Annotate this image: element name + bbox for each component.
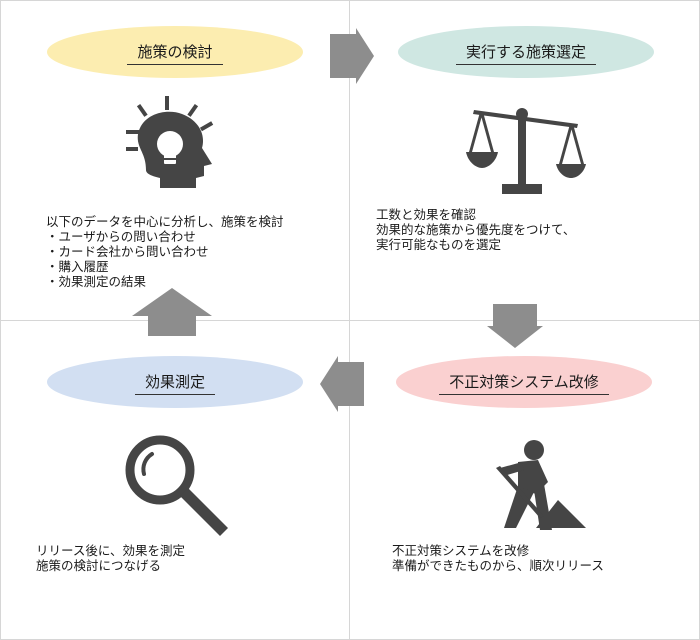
worker-shovel-icon xyxy=(496,440,586,530)
arrow-up xyxy=(132,288,212,336)
step-2-ellipse: 実行する施策選定 xyxy=(398,26,654,78)
step-4-ellipse: 効果測定 xyxy=(47,356,303,408)
lightbulb-head-icon xyxy=(126,96,214,188)
step-4-description: リリース後に、効果を測定施策の検討につなげる xyxy=(36,543,186,573)
arrow-down xyxy=(487,304,543,348)
magnifier-icon xyxy=(125,435,228,536)
step-3-title: 不正対策システム改修 xyxy=(396,373,652,395)
step-3-description: 不正対策システムを改修準備ができたものから、順次リリース xyxy=(392,543,604,573)
step-1-description: 以下のデータを中心に分析し、施策を検討・ユーザからの問い合わせ・カード会社から問… xyxy=(46,214,284,289)
step-1-ellipse: 施策の検討 xyxy=(47,26,303,78)
step-2-description: 工数と効果を確認効果的な施策から優先度をつけて、実行可能なものを選定 xyxy=(376,207,576,252)
step-2-title: 実行する施策選定 xyxy=(398,43,654,65)
arrow-left xyxy=(320,356,364,412)
step-4-title: 効果測定 xyxy=(47,373,303,395)
step-1-title: 施策の検討 xyxy=(47,43,303,65)
scales-icon xyxy=(466,108,586,194)
arrow-right xyxy=(330,28,374,84)
step-3-ellipse: 不正対策システム改修 xyxy=(396,356,652,408)
quadrant-divider-horizontal xyxy=(0,320,700,321)
